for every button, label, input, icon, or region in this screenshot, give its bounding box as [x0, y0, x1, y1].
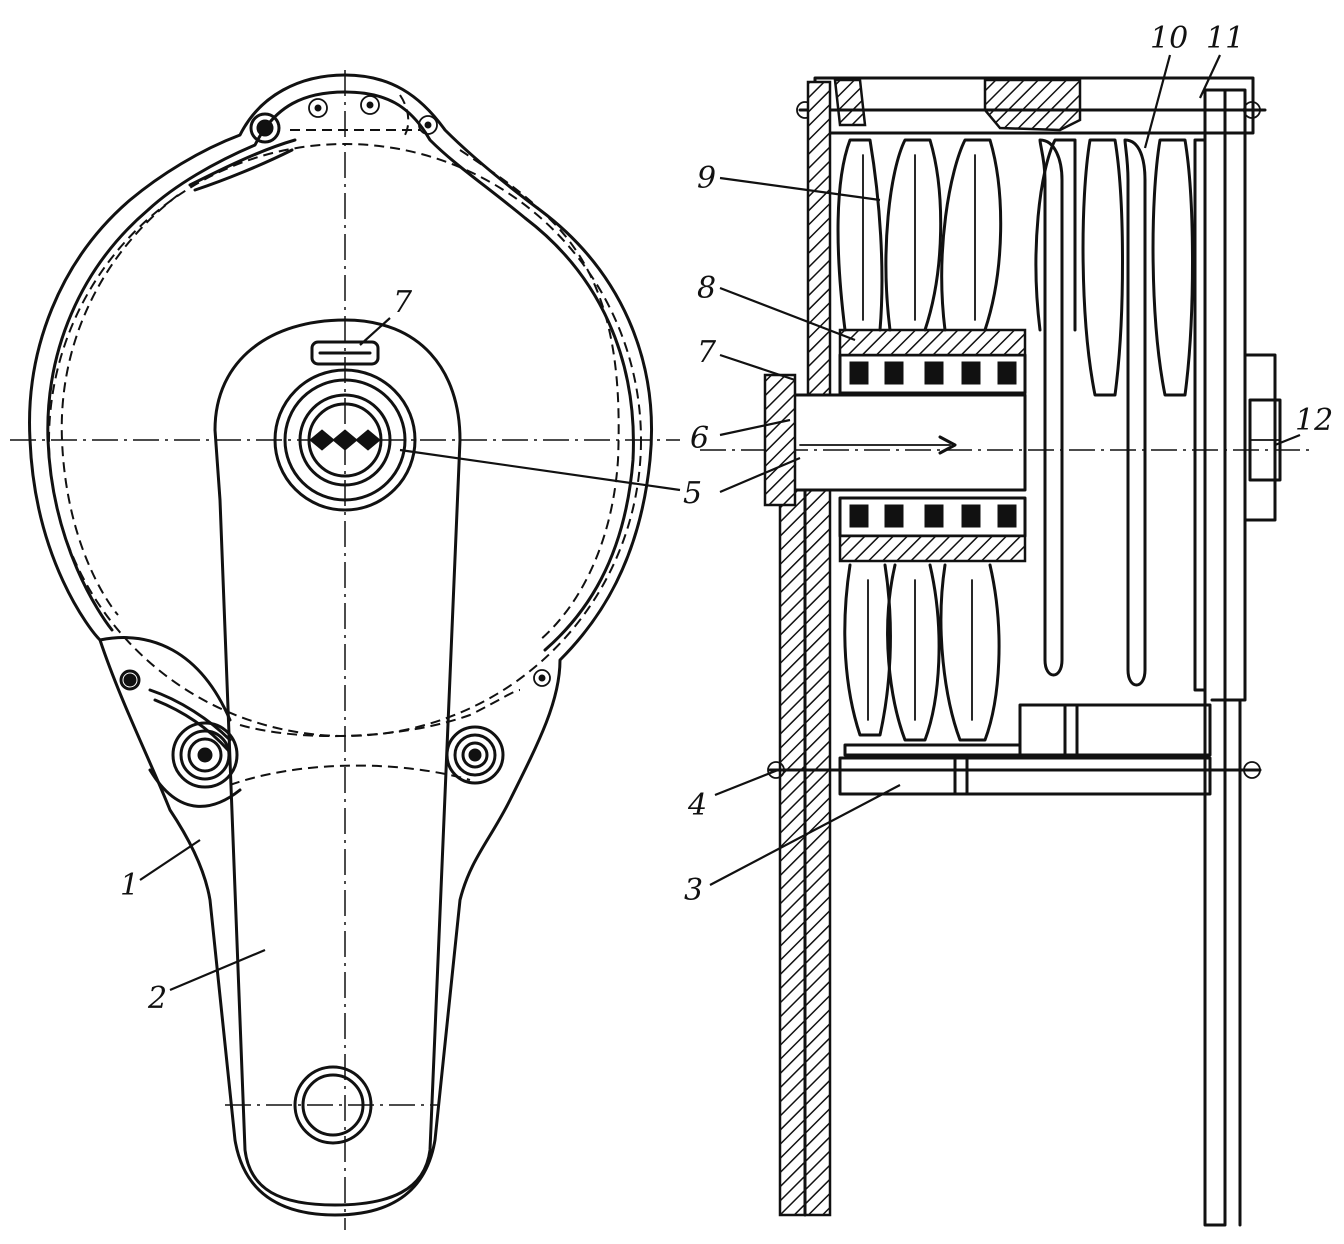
- label-9: 9: [697, 161, 716, 196]
- label-7-right: 7: [697, 335, 717, 370]
- section-view: [700, 76, 1310, 1227]
- lever-outline: [213, 318, 462, 1207]
- label-5: 5: [683, 476, 702, 511]
- callouts: 1 2 7 5 9 8 7 6 10 11 12 4 3: [120, 21, 1333, 1016]
- housing-outline: [28, 73, 653, 1217]
- label-7-left: 7: [393, 285, 413, 320]
- lower-bearings: [838, 496, 1027, 563]
- label-2: 2: [147, 981, 167, 1016]
- label-1: 1: [120, 868, 139, 903]
- label-12: 12: [1295, 403, 1333, 438]
- hub: [273, 340, 417, 512]
- top-bolts: [308, 95, 438, 135]
- long-discs: [1038, 138, 1207, 692]
- lower-discs: [843, 563, 1022, 757]
- front-view: [10, 70, 680, 1230]
- right-roller: [445, 725, 505, 785]
- label-11: 11: [1206, 21, 1244, 56]
- label-3: 3: [684, 873, 703, 908]
- label-8: 8: [697, 271, 716, 306]
- label-6: 6: [690, 421, 709, 456]
- upper-discs: [836, 138, 1077, 332]
- upper-bearings: [838, 328, 1027, 395]
- label-10: 10: [1150, 21, 1188, 56]
- label-4: 4: [687, 788, 707, 823]
- left-roller: [171, 721, 239, 789]
